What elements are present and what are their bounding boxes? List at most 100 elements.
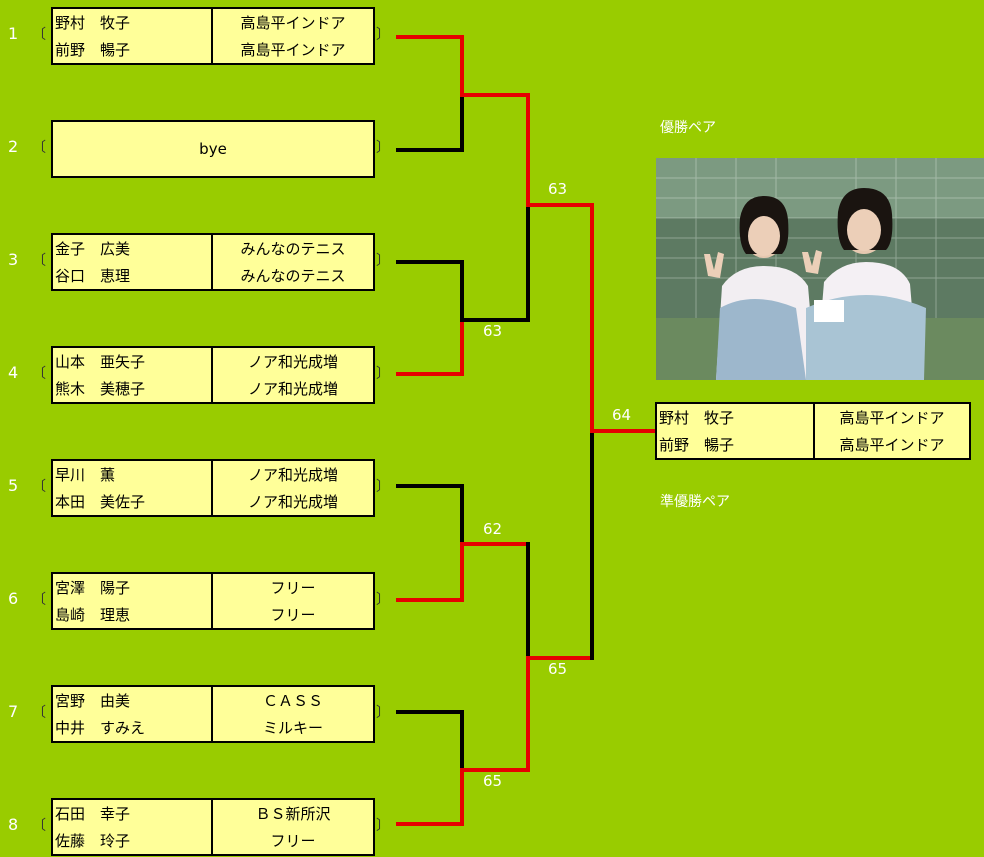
- entry-divider: [211, 687, 213, 741]
- bracket-line: [460, 35, 464, 93]
- entry-player2: 谷口 恵理: [55, 267, 131, 285]
- entry-player2: 佐藤 玲子: [55, 832, 131, 850]
- seed-number: 1: [8, 24, 19, 43]
- bracket-line: [460, 542, 530, 546]
- entry-player1: 石田 幸子: [55, 805, 131, 823]
- bracket-line: [590, 429, 656, 433]
- bracket-line: [396, 148, 464, 152]
- entry-player1: 宮野 由美: [55, 692, 131, 710]
- entry-player1: 金子 広美: [55, 240, 131, 258]
- bracket-line: [526, 542, 530, 658]
- bracket-close: 〕: [376, 366, 390, 382]
- winner-photo: [656, 158, 984, 380]
- winner-player2: 前野 暢子: [659, 436, 735, 454]
- seed-number: 4: [8, 363, 19, 382]
- bracket-open: 〔: [32, 366, 46, 382]
- entry-box: bye: [51, 120, 375, 178]
- winner-label: 優勝ペア: [660, 120, 716, 136]
- entry-divider: [211, 461, 213, 515]
- entry-player1: 野村 牧子: [55, 14, 131, 32]
- bracket-close: 〕: [376, 592, 390, 608]
- score-sf2-r3: 65: [483, 772, 503, 790]
- seed-number: 2: [8, 137, 19, 156]
- bracket-line: [460, 768, 464, 826]
- entry-divider: [211, 235, 213, 289]
- bracket-line: [460, 768, 530, 772]
- bracket-open: 〔: [32, 479, 46, 495]
- entry-divider: [211, 800, 213, 854]
- entry-box: 金子 広美みんなのテニス谷口 恵理みんなのテニス: [51, 233, 375, 291]
- entry-club2: 高島平インドア: [240, 41, 346, 59]
- entry-divider: [211, 574, 213, 628]
- entry-club1: みんなのテニス: [240, 240, 346, 258]
- bracket-open: 〔: [32, 253, 46, 269]
- entry-player2: 中井 すみえ: [55, 719, 146, 737]
- entry-club1: ＣＡＳＳ: [262, 692, 323, 710]
- score-sf1-r2: 63: [483, 322, 503, 340]
- bracket-open: 〔: [32, 592, 46, 608]
- entry-player2: 前野 暢子: [55, 41, 131, 59]
- bracket-line: [396, 260, 464, 264]
- entry-box: 宮澤 陽子フリー島崎 理恵フリー: [51, 572, 375, 630]
- entry-box: 宮野 由美 ＣＡＳＳ 中井 すみえ ミルキー: [51, 685, 375, 743]
- bracket-line: [460, 93, 464, 152]
- entry-divider: [211, 348, 213, 402]
- bracket-line: [460, 484, 464, 544]
- bracket-open: 〔: [32, 818, 46, 834]
- entry-box: 早川 薫ノア和光成増本田 美佐子ノア和光成増: [51, 459, 375, 517]
- entry-club2: みんなのテニス: [240, 267, 346, 285]
- seed-number: 6: [8, 589, 19, 608]
- score-sf2-r1: 62: [483, 520, 503, 538]
- bracket-close: 〕: [376, 27, 390, 43]
- entry-club2: ノア和光成増: [247, 380, 338, 398]
- bracket-line: [526, 656, 594, 660]
- bracket-line: [396, 484, 464, 488]
- bracket-line: [460, 318, 530, 322]
- score-final: 64: [612, 406, 632, 424]
- winner-divider: [813, 404, 815, 458]
- entry-box: 山本 亜矢子ノア和光成増熊木 美穂子ノア和光成増: [51, 346, 375, 404]
- entry-player1: 山本 亜矢子: [55, 353, 146, 371]
- bracket-line: [590, 431, 594, 660]
- bracket-line: [396, 372, 464, 376]
- bracket-line: [526, 203, 594, 207]
- winner-player1: 野村 牧子: [659, 409, 735, 427]
- bye-label: bye: [199, 140, 227, 158]
- bracket-open: 〔: [32, 705, 46, 721]
- bracket-line: [460, 260, 464, 320]
- bracket-close: 〕: [376, 818, 390, 834]
- bracket-line: [396, 710, 464, 714]
- score-sf1-r1: 63: [548, 180, 568, 198]
- winner-club1: 高島平インドア: [839, 409, 945, 427]
- bracket-line: [526, 205, 530, 322]
- entry-club1: フリー: [270, 579, 316, 597]
- entry-player1: 早川 薫: [55, 466, 116, 484]
- entry-player2: 本田 美佐子: [55, 493, 146, 511]
- entry-club2: ノア和光成増: [247, 493, 338, 511]
- entry-club1: ノア和光成増: [247, 353, 338, 371]
- bracket-close: 〕: [376, 705, 390, 721]
- bracket-line: [460, 318, 464, 376]
- seed-number: 3: [8, 250, 19, 269]
- bracket-line: [526, 656, 530, 772]
- seed-number: 5: [8, 476, 19, 495]
- winner-box: 野村 牧子 高島平インドア 前野 暢子 高島平インドア: [655, 402, 971, 460]
- entry-club2: フリー: [270, 606, 316, 624]
- bracket-close: 〕: [376, 253, 390, 269]
- seed-number: 7: [8, 702, 19, 721]
- seed-number: 8: [8, 815, 19, 834]
- bracket-line: [396, 35, 464, 39]
- entry-club1: ＢＳ新所沢: [255, 805, 331, 823]
- bracket-line: [396, 822, 464, 826]
- winner-club2: 高島平インドア: [839, 436, 945, 454]
- bracket-close: 〕: [376, 479, 390, 495]
- entry-club1: ノア和光成増: [247, 466, 338, 484]
- entry-player2: 熊木 美穂子: [55, 380, 146, 398]
- entry-box: 野村 牧子高島平インドア前野 暢子高島平インドア: [51, 7, 375, 65]
- bracket-line: [460, 710, 464, 770]
- entry-player2: 島崎 理恵: [55, 606, 131, 624]
- score-sf2-r2: 65: [548, 660, 568, 678]
- entry-club2: ミルキー: [262, 719, 323, 737]
- entry-club1: 高島平インドア: [240, 14, 346, 32]
